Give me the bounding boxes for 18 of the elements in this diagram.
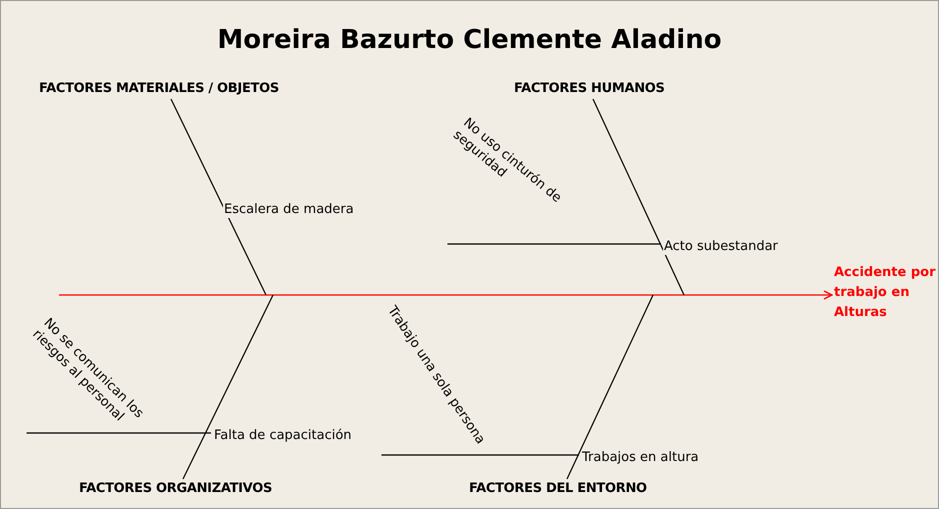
cause-label: Falta de capacitación [213,428,353,444]
spine-arrow [59,290,833,300]
bone-line [447,243,661,245]
effect-label: Accidente por trabajo en Alturas [834,263,938,323]
bone-line [26,432,211,434]
diagram-title: Moreira Bazurto Clemente Aladino [216,24,723,57]
category-heading: FACTORES MATERIALES / OBJETOS [39,81,279,97]
cause-label: Acto subestandar [663,239,779,255]
bone-line [182,294,274,480]
bone-line [566,294,654,480]
category-heading: FACTORES DEL ENTORNO [469,481,647,497]
category-heading: FACTORES HUMANOS [514,81,665,97]
category-heading: FACTORES ORGANIZATIVOS [79,481,272,497]
bone-line [170,98,267,296]
bone-line [592,98,685,296]
cause-label: Escalera de madera [223,202,355,218]
bone-line [381,454,579,456]
cause-label: Trabajos en altura [581,450,700,466]
